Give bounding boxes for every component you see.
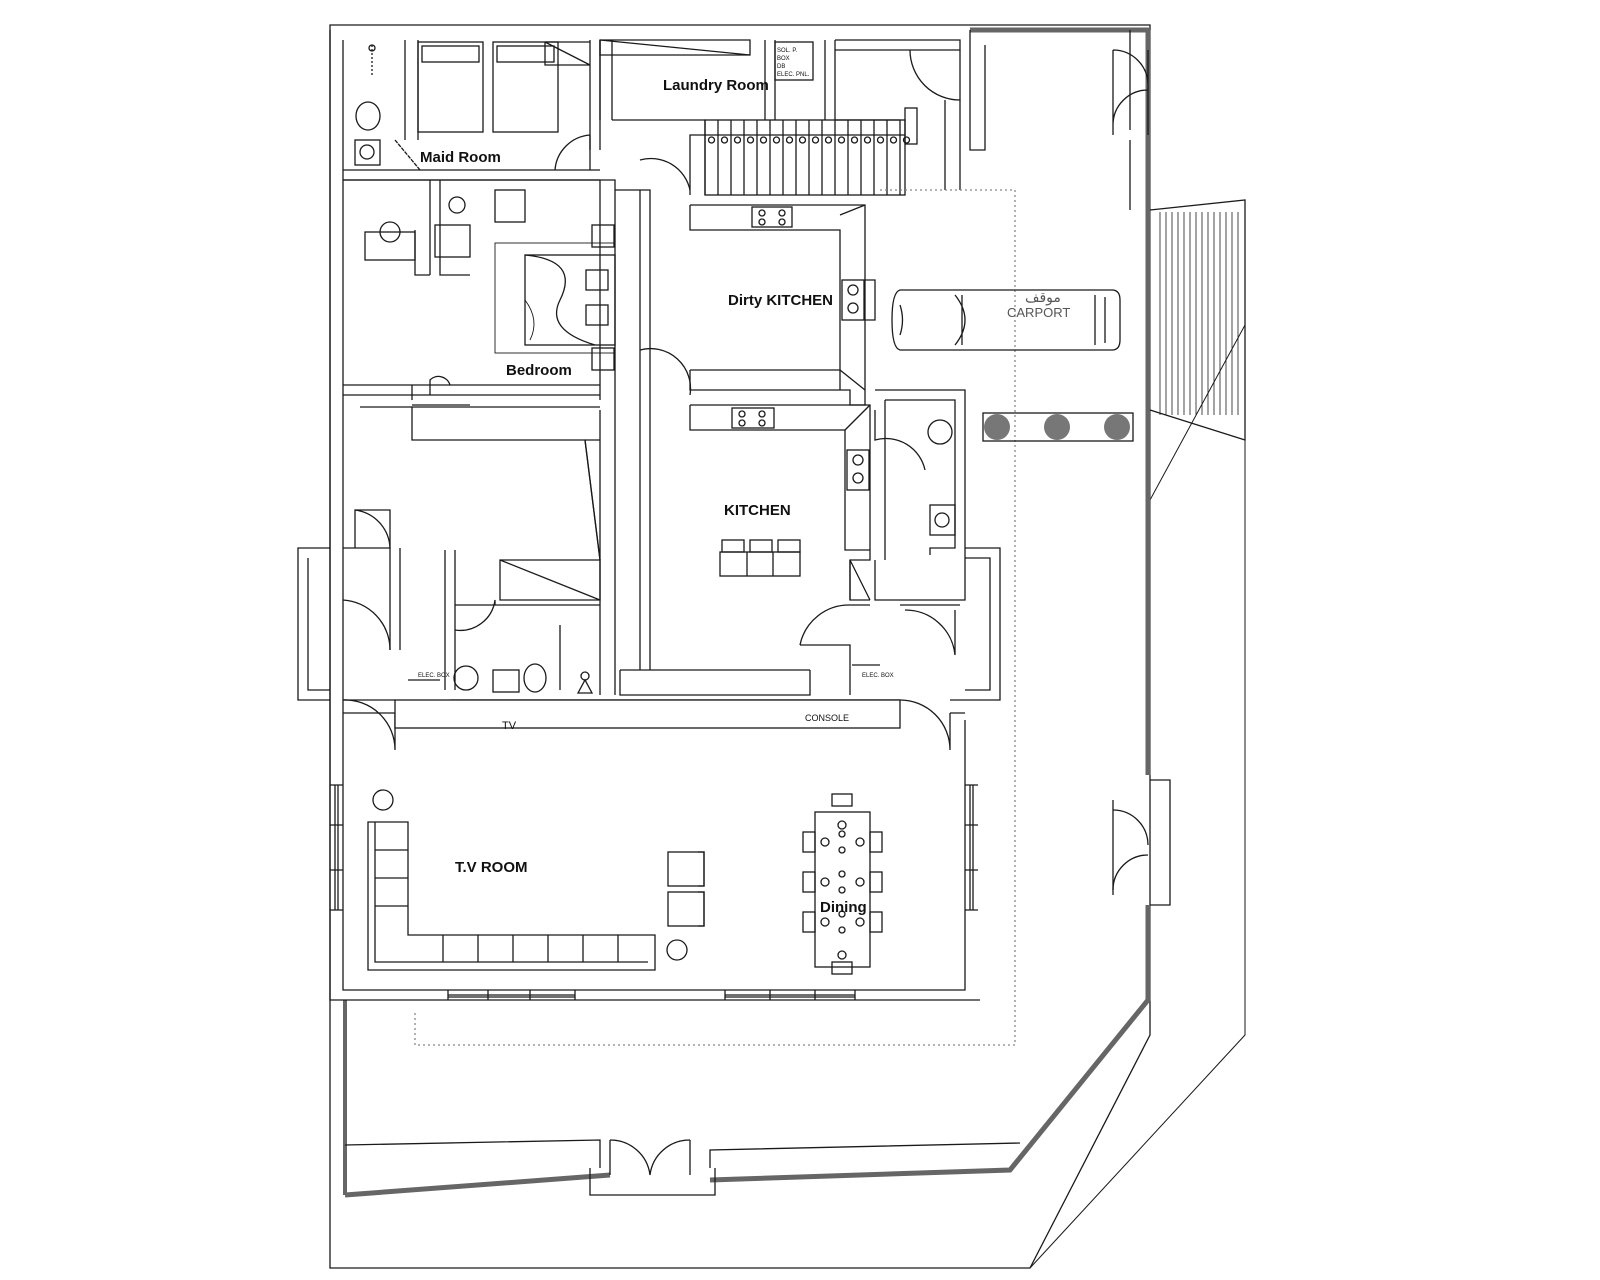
tree-icon: [1104, 414, 1130, 440]
label-panel-3: DB: [777, 64, 785, 70]
label-elec-box-left: ELEC. BOX: [418, 673, 450, 679]
bath-block: [342, 407, 616, 751]
dirty-kitchen: [615, 157, 876, 410]
bedroom: [343, 180, 616, 408]
tv-room: [330, 699, 978, 1000]
label-panel-1: SOL. P.: [777, 48, 798, 54]
label-carport-arabic: موقف: [1025, 289, 1061, 306]
label-dining: Dining: [820, 899, 867, 916]
tree-icon: [984, 414, 1010, 440]
entrance-doors: [344, 49, 1171, 1196]
room-labels: Laundry Room Maid Room Bedroom Dirty KIT…: [418, 48, 1070, 916]
label-console: CONSOLE: [805, 713, 849, 723]
staircase: [689, 107, 918, 196]
house-outline: [297, 30, 1001, 1001]
label-elec-box-right: ELEC. BOX: [862, 673, 894, 679]
label-laundry-room: Laundry Room: [663, 77, 769, 94]
label-tv-room: T.V ROOM: [455, 859, 528, 876]
carport-planters: [984, 414, 1130, 440]
label-bedroom: Bedroom: [506, 362, 572, 379]
tree-icon: [1044, 414, 1070, 440]
label-tv: TV: [502, 720, 517, 732]
label-panel-2: BOX: [777, 56, 790, 62]
laundry-room: [599, 39, 961, 190]
guest-wc: [852, 389, 966, 666]
exterior-walls: [329, 24, 1246, 1269]
carport: [414, 189, 1134, 1046]
label-dirty-kitchen: Dirty KITCHEN: [728, 292, 833, 309]
kitchen: [619, 404, 871, 696]
side-stair: [1149, 199, 1246, 441]
label-kitchen: KITCHEN: [724, 502, 791, 519]
label-carport: CARPORT: [1007, 305, 1070, 320]
label-panel-4: ELEC. PNL.: [777, 72, 810, 78]
label-maid-room: Maid Room: [420, 149, 501, 166]
